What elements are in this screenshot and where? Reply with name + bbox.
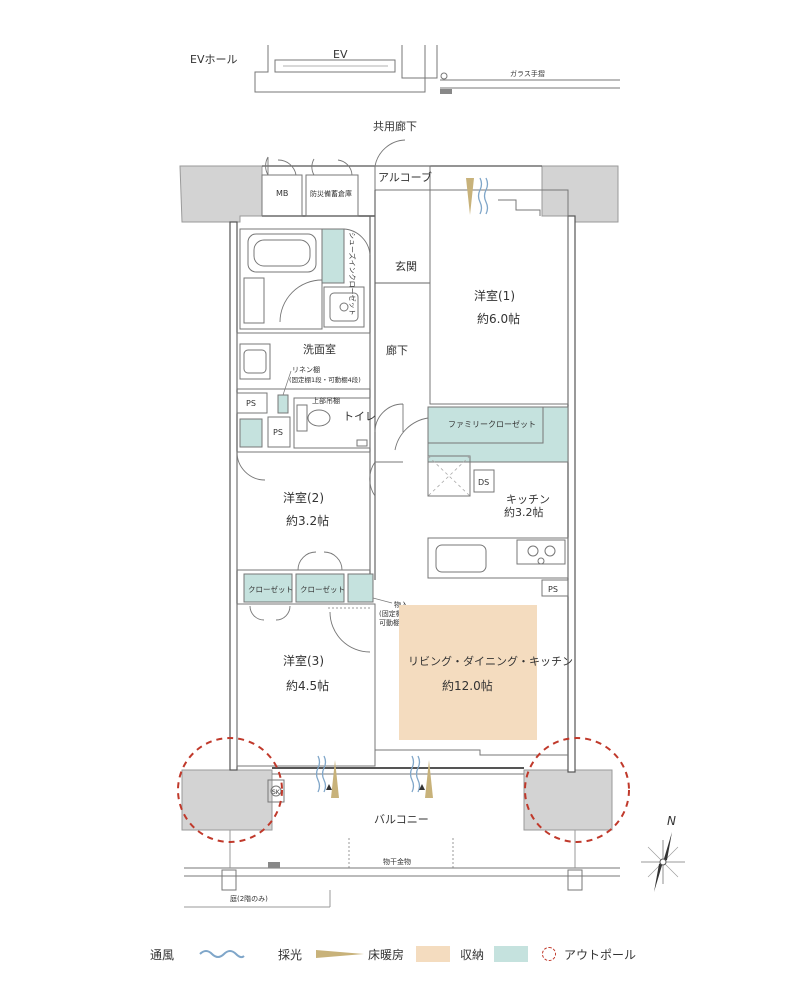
toilet-fixture [307, 409, 331, 427]
bedroom-3: 洋室(3) 約4.5帖 [236, 603, 376, 767]
family-closet-label: ファミリークローゼット [448, 419, 536, 429]
washroom-label: 洗面室 [303, 342, 336, 356]
legend: 通風 採光 床暖房 収納 アウトポール [150, 944, 670, 966]
hallway-label: 廊下 [386, 343, 408, 357]
linen-shelf [277, 394, 289, 414]
vanity [239, 343, 271, 380]
shoes-closet-label: シューズインクローゼット [348, 232, 357, 316]
shoes-closet [321, 228, 345, 284]
ev-label: EV [333, 48, 348, 61]
legend-floor-heating-label: 床暖房 [368, 948, 405, 962]
bedroom2-name: 洋室(2) [283, 490, 324, 505]
legend-daylight-label: 採光 [278, 948, 303, 962]
closet-b-label: クローゼット [300, 584, 345, 594]
outpole-circle-left [177, 737, 283, 843]
storage-note: 物入 [394, 600, 408, 609]
ps-toilet-label: PS [273, 428, 283, 437]
upper-cabinet-label: 上部吊棚 [312, 396, 340, 405]
stove [516, 539, 566, 565]
alcove-label: アルコーブ [378, 170, 432, 184]
ev-hall-area: EVホール EV ガラス手摺 共用廊下 [190, 45, 620, 133]
genkan-label: 玄関 [395, 259, 417, 273]
mb-label: MB [276, 189, 288, 198]
alcove-area: アルコーブ [369, 139, 432, 580]
outpole-circle-icon [542, 947, 556, 961]
closet-b [295, 573, 345, 603]
storage-swatch [494, 946, 528, 962]
closet-a-label: クローゼット [248, 584, 293, 594]
bedroom3-name: 洋室(3) [283, 653, 324, 668]
storage-small [347, 573, 374, 603]
corridor-label: 共用廊下 [373, 119, 417, 133]
bedroom-1: 洋室(1) 約6.0帖 [429, 189, 569, 405]
legend-ventilation-label: 通風 [150, 948, 175, 962]
kitchen-sink [435, 544, 487, 573]
closet-a [243, 573, 293, 603]
glass-rail-label: ガラス手摺 [510, 69, 545, 78]
bedroom3-size: 約4.5帖 [286, 678, 329, 693]
structure [179, 165, 619, 831]
floor-heating-zone [399, 605, 537, 740]
ldk: リビング・ダイニング・キッチン 約12.0帖 [272, 605, 573, 775]
toilet-area: PS PS 上部吊棚 トイレ [236, 392, 404, 449]
bedroom-2: 洋室(2) 約3.2帖 [236, 451, 403, 571]
compass-north-label: N [667, 814, 676, 828]
ps-upper-label: PS [246, 399, 256, 408]
floor-heating-swatch [416, 946, 450, 962]
linen-shelf-label: リネン棚 [292, 365, 320, 374]
outpole-circle-right [524, 737, 630, 843]
airflow-light-markers [315, 177, 489, 798]
legend-outpole-label: アウトポール [564, 948, 637, 962]
column-top-left [179, 165, 263, 223]
kitchen-size: 約3.2帖 [504, 505, 544, 519]
kitchen-counter [427, 537, 569, 579]
ev-hall-label: EVホール [190, 53, 237, 66]
outpole-markers [177, 737, 630, 843]
column-bottom-left [181, 769, 273, 831]
disaster-storage-label: 防災備蓄倉庫 [310, 189, 352, 198]
bedroom2-size: 約3.2帖 [286, 513, 329, 528]
bedroom1-size: 約6.0帖 [477, 311, 520, 326]
linen-detail: (固定棚1段・可動棚4段) [289, 375, 361, 384]
toilet-label: トイレ [343, 410, 376, 423]
ps-kitchen-label: PS [548, 585, 558, 594]
bedroom1-name: 洋室(1) [474, 288, 515, 303]
kitchen-name: キッチン [506, 493, 550, 506]
sk-label: SK [272, 789, 281, 796]
closets-row: クローゼット クローゼット 物入 (固定棚1段・ 可動棚3段) [243, 573, 421, 627]
ds-label: DS [478, 478, 489, 487]
clothes-rack-label: 物干金物 [383, 857, 411, 866]
storage-detail-2: 可動棚3段) [379, 618, 414, 627]
ldk-name: リビング・ダイニング・キッチン [408, 654, 573, 668]
daylight-wedge-icon [316, 950, 364, 958]
ev-car [274, 59, 396, 73]
ventilation-wave-icon [199, 950, 245, 959]
balcony-area: バルコニー SK 物干金物 庭(2階のみ) [184, 779, 620, 908]
washing-machine-space [323, 286, 365, 328]
bathtub [247, 233, 317, 273]
mb-storage-block: MB 防災備蓄倉庫 [261, 156, 359, 217]
washroom-area: 洗面室 リネン棚 (固定棚1段・可動棚4段) 廊下 [236, 332, 408, 414]
ventilation-icon [315, 177, 489, 793]
column-top-right [541, 165, 619, 223]
balcony-label: バルコニー [374, 813, 429, 826]
column-bottom-right [523, 769, 613, 831]
ldk-size: 約12.0帖 [442, 678, 493, 693]
garden-label: 庭(2階のみ) [230, 894, 268, 903]
legend-storage-label: 収納 [460, 948, 485, 962]
compass: N [641, 814, 685, 892]
kitchen-area: ファミリークローゼット DS キッチン 約3.2帖 PS [394, 406, 569, 597]
bath-area: シューズインクローゼット 玄関 [239, 228, 430, 330]
daylight-icon [331, 178, 474, 798]
